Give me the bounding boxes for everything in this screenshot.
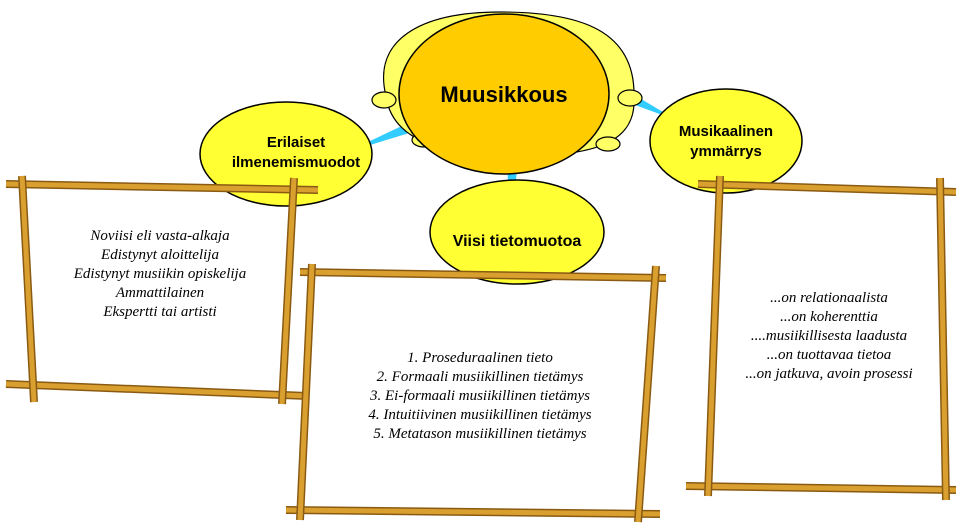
bubble-left: [199, 101, 373, 207]
frame-left-line: Noviisi eli vasta-alkaja: [90, 228, 230, 244]
bubble-center: [429, 179, 605, 285]
node-left-label: Erilaiset ilmenemismuodot: [206, 133, 386, 173]
frame-center-text: 1. Proseduraalinen tieto 2. Formaali mus…: [330, 349, 630, 444]
frame-left-line: Edistynyt musiikin opiskelija: [73, 266, 247, 282]
frame-left-line: Ammattilainen: [115, 285, 205, 301]
frame-left-line: Ekspertti tai artisti: [103, 304, 217, 320]
node-left-line1: Erilaiset: [266, 134, 326, 151]
frame-left-text: Noviisi eli vasta-alkaja Edistynyt aloit…: [40, 227, 280, 322]
frame-center-line: 2. Formaali musiikillinen tietämys: [376, 369, 584, 385]
central-scroll: [371, 11, 643, 175]
frame-left-line: Edistynyt aloittelija: [101, 247, 219, 263]
frame-center-line: 4. Intuitiivinen musiikillinen tietämys: [368, 407, 592, 423]
node-left-line2: ilmenemismuodot: [231, 154, 361, 171]
frame-center: [285, 263, 667, 523]
frame-right-text: ...on relationaalista ...on koherenttia …: [718, 289, 940, 384]
central-title: Muusikkous: [440, 82, 568, 107]
frame-right-line: ...on tuottavaa tietoa: [766, 347, 892, 363]
frame-center-line: 3. Ei-formaali musiikillinen tietämys: [370, 388, 590, 404]
frame-right-line: ....musiikillisesta laadusta: [750, 328, 908, 344]
node-right-line1: Musikaalinen: [678, 123, 774, 140]
frame-left: [5, 175, 319, 405]
bubble-right: [649, 88, 803, 194]
central-bubble: [398, 13, 610, 175]
frame-right-line: ...on koherenttia: [780, 309, 878, 325]
node-right-line2: ymmärrys: [690, 143, 762, 160]
node-center-label: Viisi tietomuotoa: [452, 233, 582, 250]
frame-center-line: 5. Metatason musiikillinen tietämys: [373, 426, 587, 442]
frame-right-line: ...on jatkuva, avoin prosessi: [745, 366, 913, 382]
frame-right: [685, 175, 957, 501]
frame-right-line: ...on relationaalista: [770, 290, 888, 306]
frame-center-line: 1. Proseduraalinen tieto: [407, 350, 553, 366]
node-right-label: Musikaalinen ymmärrys: [646, 122, 806, 162]
